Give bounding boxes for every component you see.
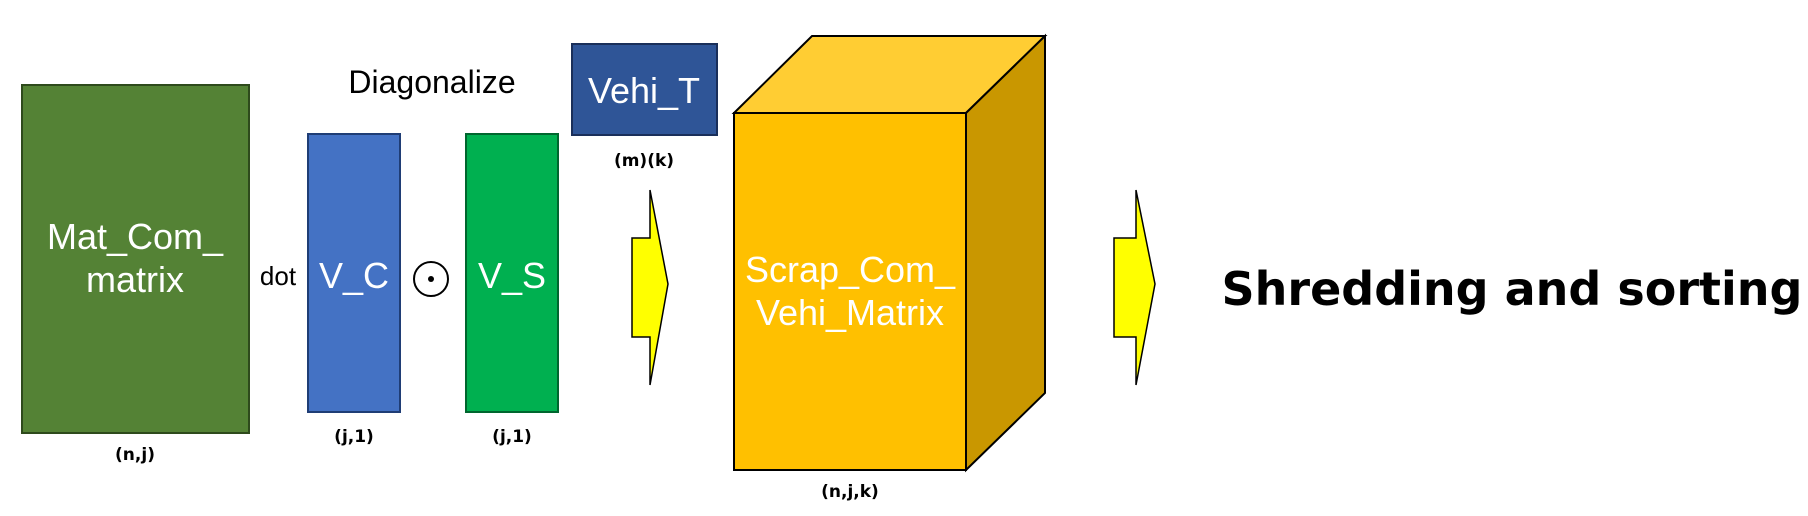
scrap-com-vehi-matrix-cube: Scrap_Com_ Vehi_Matrix (n,j,k) [731,33,1048,502]
cube-side-face [965,33,1046,473]
vehi-t-dims: (m)(k) [614,151,674,171]
v-c-block: V_C (j,1) [307,133,401,447]
mat-com-dims: (n,j) [115,445,155,465]
v-c-label: V_C [319,255,389,296]
v-s-label: V_S [478,255,546,296]
v-c-dims: (j,1) [334,427,374,447]
right-arrow-icon [631,189,669,386]
v-s-dims: (j,1) [492,427,532,447]
cube-front-face [733,112,967,471]
cube-label-line2: Vehi_Matrix [756,292,944,333]
mat-com-label-line2: matrix [86,259,184,300]
diagonalize-heading: Diagonalize [348,64,515,100]
hadamard-product-icon [413,261,449,297]
cube-dims: (n,j,k) [821,482,879,502]
vehi-t-rect [571,43,718,136]
cube-label-line1: Scrap_Com_ [745,249,956,290]
vehi-t-block: Vehi_T (m)(k) [571,43,718,171]
mat-com-matrix-rect [21,84,250,434]
mat-com-label-line1: Mat_Com_ [47,216,224,257]
v-s-rect [465,133,559,413]
mat-com-matrix-block: Mat_Com_ matrix (n,j) [21,84,250,465]
v-s-block: V_S (j,1) [465,133,559,447]
shredding-and-sorting-label: Shredding and sorting [1222,262,1803,316]
dot-operator-label: dot [260,261,297,291]
v-c-rect [307,133,401,413]
vehi-t-label: Vehi_T [588,70,700,111]
right-arrow-icon [1113,189,1156,386]
